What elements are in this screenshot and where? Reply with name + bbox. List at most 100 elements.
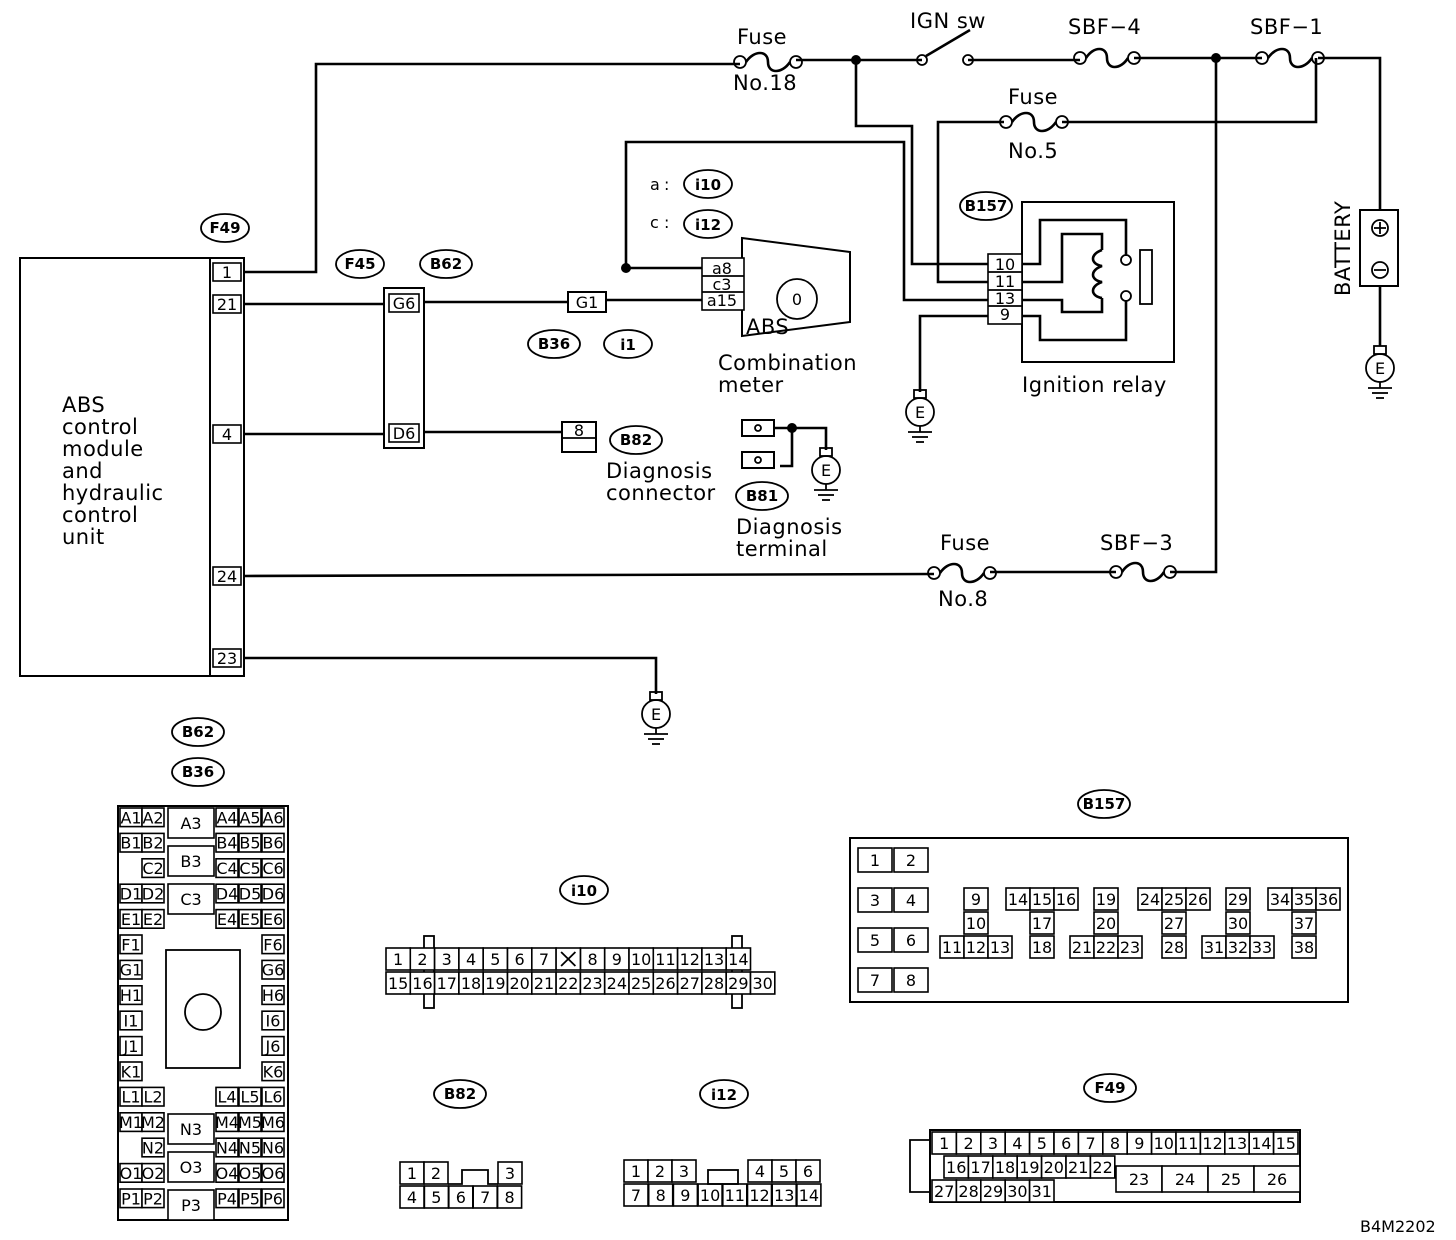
b62-pin-O2: O2 <box>142 1164 165 1183</box>
meter-pin-a8: a8 <box>712 259 732 278</box>
b157-pin-7: 7 <box>870 971 880 990</box>
b157-pin-19: 19 <box>1096 890 1116 909</box>
f49-face-pin-24: 24 <box>1175 1170 1195 1189</box>
b157-pin-26: 26 <box>1188 890 1208 909</box>
abs-control-module <box>19 257 211 677</box>
b62-pin-O5: O5 <box>239 1164 262 1183</box>
b62-pin-H1: H1 <box>120 986 142 1005</box>
wire-fuse5-to-relay11 <box>936 120 1004 284</box>
f49-tag-oval <box>200 213 250 243</box>
relay-contact <box>1139 249 1153 305</box>
b62-pin-D2: D2 <box>142 885 165 904</box>
b157-pin-18: 18 <box>1032 938 1052 957</box>
fuse18-label: Fuse <box>737 25 787 49</box>
junction-dot <box>787 423 797 433</box>
f49-pin-1: 1 <box>222 263 232 282</box>
b82-pin-3: 3 <box>505 1164 515 1183</box>
f49-face-pin-15: 15 <box>1276 1134 1296 1153</box>
i10-pin-6: 6 <box>515 950 525 969</box>
i12-pin-7: 7 <box>631 1186 641 1205</box>
b82-pin-7: 7 <box>480 1188 490 1207</box>
i12-pin-14: 14 <box>799 1186 819 1205</box>
b157-pin-5: 5 <box>870 931 880 950</box>
b62-pin-B3: B3 <box>180 852 201 871</box>
f49-connector <box>209 257 245 677</box>
ground-symbol: E <box>905 389 935 443</box>
b62-pin-B4: B4 <box>216 834 237 853</box>
meter-connector <box>701 257 745 311</box>
f49-face-pin-1: 1 <box>939 1134 949 1153</box>
i10-pin-22: 22 <box>558 974 578 993</box>
f49-pin-21: 21 <box>217 295 237 314</box>
b157-pin-38: 38 <box>1294 938 1314 957</box>
i10-pin-23: 23 <box>582 974 602 993</box>
b62-tag-oval <box>419 249 473 279</box>
i10-pin-29: 29 <box>728 974 748 993</box>
f45-pin-g6: G6 <box>393 294 416 313</box>
f49-pin-23: 23 <box>217 649 237 668</box>
b157-pin-13: 13 <box>990 938 1010 957</box>
ignition-relay: 10 11 13 9 <box>987 201 1175 363</box>
b157-pin-10: 10 <box>966 914 986 933</box>
f49-pin-24: 24 <box>217 567 237 586</box>
b82-tag: B82 <box>620 431 652 449</box>
b62-pin-N4: N4 <box>216 1139 238 1158</box>
sbf1-label: SBF−1 <box>1250 15 1323 39</box>
b82-pin-2: 2 <box>431 1164 441 1183</box>
legend-key-a: a <box>650 175 660 194</box>
b36-tag-oval <box>527 329 581 359</box>
wire-f49-24 <box>243 572 935 578</box>
b62-pin-O1: O1 <box>120 1164 143 1183</box>
b62-pin-P3: P3 <box>181 1196 201 1215</box>
meter-pin-a15: a15 <box>707 291 737 310</box>
abs-module-line: control <box>62 415 138 439</box>
f45-b62-connector <box>383 287 425 449</box>
relay-coil-wire <box>1022 218 1128 266</box>
b62-pin-D6: D6 <box>262 885 285 904</box>
fuse-sbf1 <box>1255 47 1325 69</box>
i12-pin-2: 2 <box>655 1162 665 1181</box>
meter-pin-c3: c3 <box>713 275 732 294</box>
abs-module-line: and <box>62 459 103 483</box>
b62-pin-O4: O4 <box>216 1164 239 1183</box>
relay-pin-11: 11 <box>995 272 1015 291</box>
b62-pin-P6: P6 <box>263 1189 283 1208</box>
abs-warning-lamp <box>776 278 818 320</box>
b82-tag-oval <box>609 425 663 455</box>
ground-symbol: E <box>811 447 841 501</box>
i12-pin-8: 8 <box>656 1186 666 1205</box>
diag-terminal-2 <box>741 451 775 469</box>
face-i12-tag: i12 <box>711 1086 737 1104</box>
svg-text::: : <box>664 213 669 232</box>
b62-pin-A4: A4 <box>216 808 237 827</box>
junction-dot <box>621 263 631 273</box>
b62-pin-C4: C4 <box>216 859 237 878</box>
b82-pin-8: 8 <box>505 1188 515 1207</box>
b62-tag: B62 <box>430 255 462 273</box>
f49-face-pin-29: 29 <box>983 1182 1003 1201</box>
i10-pin-11: 11 <box>655 950 675 969</box>
f49-face-pin-12: 12 <box>1202 1134 1222 1153</box>
b62-pin-A6: A6 <box>262 808 283 827</box>
b157-tag-oval <box>959 191 1013 221</box>
b62-pin-D4: D4 <box>216 885 239 904</box>
relay-connector <box>987 253 1023 325</box>
wire-diag-term-ground <box>792 426 828 450</box>
b157-pin-12: 12 <box>966 938 986 957</box>
f49-face-pin-3: 3 <box>988 1134 998 1153</box>
relay-pin-10: 10 <box>995 255 1015 274</box>
combination-meter: a8 c3 a15 0 <box>701 236 851 338</box>
b157-pin-8: 8 <box>906 971 916 990</box>
relay-label: Ignition relay <box>1022 373 1167 397</box>
b157-pin-2: 2 <box>906 851 916 870</box>
legend-conn-i12: i12 <box>695 216 721 234</box>
face-b82-tag: B82 <box>444 1085 476 1103</box>
